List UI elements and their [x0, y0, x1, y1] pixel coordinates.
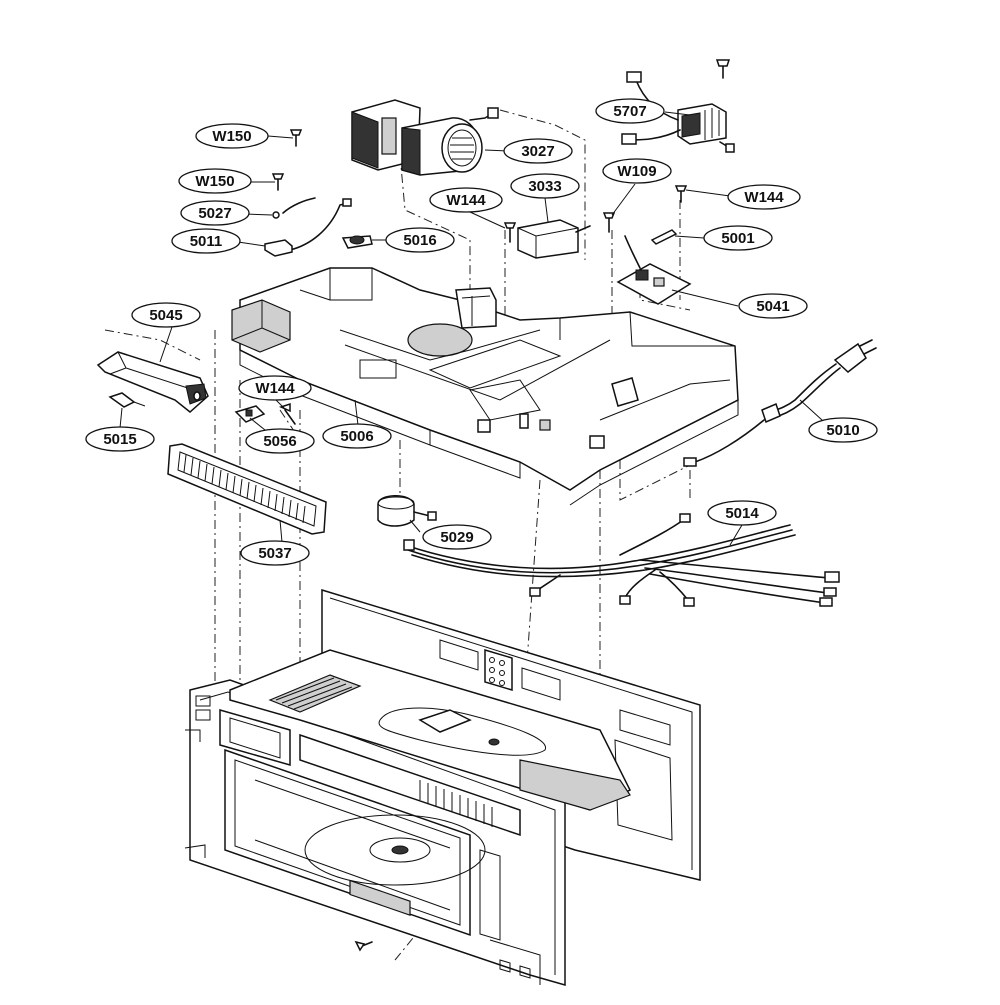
duct-5045 [96, 351, 209, 413]
pcb-5041 [616, 235, 692, 305]
fan-motor-3027 [351, 99, 499, 176]
callout-w109[interactable]: W109 [602, 158, 672, 184]
callout-5027[interactable]: 5027 [180, 200, 250, 226]
power-cord-5010 [683, 339, 877, 467]
callout-label: W144 [255, 380, 295, 397]
callout-3033[interactable]: 3033 [510, 173, 580, 199]
callout-5014[interactable]: 5014 [707, 500, 777, 526]
callout-5029[interactable]: 5029 [422, 524, 492, 550]
callout-label: 3033 [528, 178, 561, 195]
callout-label: W144 [744, 189, 784, 206]
screws [271, 129, 688, 952]
callout-label: W144 [446, 192, 486, 209]
callout-label: W109 [617, 163, 656, 180]
callout-5707[interactable]: 5707 [595, 98, 665, 124]
latch-5056 [234, 405, 266, 423]
callout-5010[interactable]: 5010 [808, 417, 878, 443]
vent-grille-5037 [167, 443, 327, 535]
callout-label: 5011 [190, 233, 223, 250]
callout-5056[interactable]: 5056 [245, 428, 315, 454]
leader-lines [119, 111, 823, 546]
callout-w144-left[interactable]: W144 [238, 375, 312, 401]
base-plate-5006 [231, 267, 739, 506]
callout-3027[interactable]: 3027 [503, 138, 573, 164]
transformer-5707 [621, 59, 735, 153]
callout-label: 5707 [613, 103, 646, 120]
microwave-chassis [184, 588, 701, 986]
humidity-sensor-5029 [377, 495, 437, 527]
callout-5001[interactable]: 5001 [703, 225, 773, 251]
fuse-5001 [650, 229, 678, 245]
callout-5041[interactable]: 5041 [738, 293, 808, 319]
callout-label: 5027 [198, 205, 231, 222]
callout-label: 5015 [103, 431, 136, 448]
switch-5015 [108, 392, 146, 408]
callout-5045[interactable]: 5045 [131, 302, 201, 328]
callout-5011[interactable]: 5011 [171, 228, 241, 254]
bracket-3033 [517, 219, 591, 259]
callout-w150-top[interactable]: W150 [195, 123, 269, 149]
callout-label: 3027 [521, 143, 554, 160]
callout-label: 5045 [149, 307, 182, 324]
thermal-cutout-parts [264, 197, 373, 257]
callout-label: 5056 [263, 433, 296, 450]
callout-label: W150 [212, 128, 251, 145]
callout-label: 5014 [725, 505, 759, 522]
callout-w144-right[interactable]: W144 [727, 184, 801, 210]
callout-labels: W150 W150 5027 5011 5016 3027 3033 W144 … [85, 98, 878, 566]
callout-5006[interactable]: 5006 [322, 423, 392, 449]
callout-label: 5016 [403, 232, 436, 249]
callout-label: 5029 [440, 529, 473, 546]
callout-w150-mid[interactable]: W150 [178, 168, 252, 194]
callout-label: 5010 [826, 422, 859, 439]
callout-label: 5001 [721, 230, 754, 247]
callout-5016[interactable]: 5016 [385, 227, 455, 253]
callout-label: 5006 [340, 428, 373, 445]
callout-label: W150 [195, 173, 234, 190]
callout-label: 5037 [258, 545, 291, 562]
callout-w144-top[interactable]: W144 [429, 187, 503, 213]
wire-harness-5014 [403, 513, 840, 607]
callout-5037[interactable]: 5037 [240, 540, 310, 566]
callout-label: 5041 [756, 298, 789, 315]
callout-5015[interactable]: 5015 [85, 426, 155, 452]
